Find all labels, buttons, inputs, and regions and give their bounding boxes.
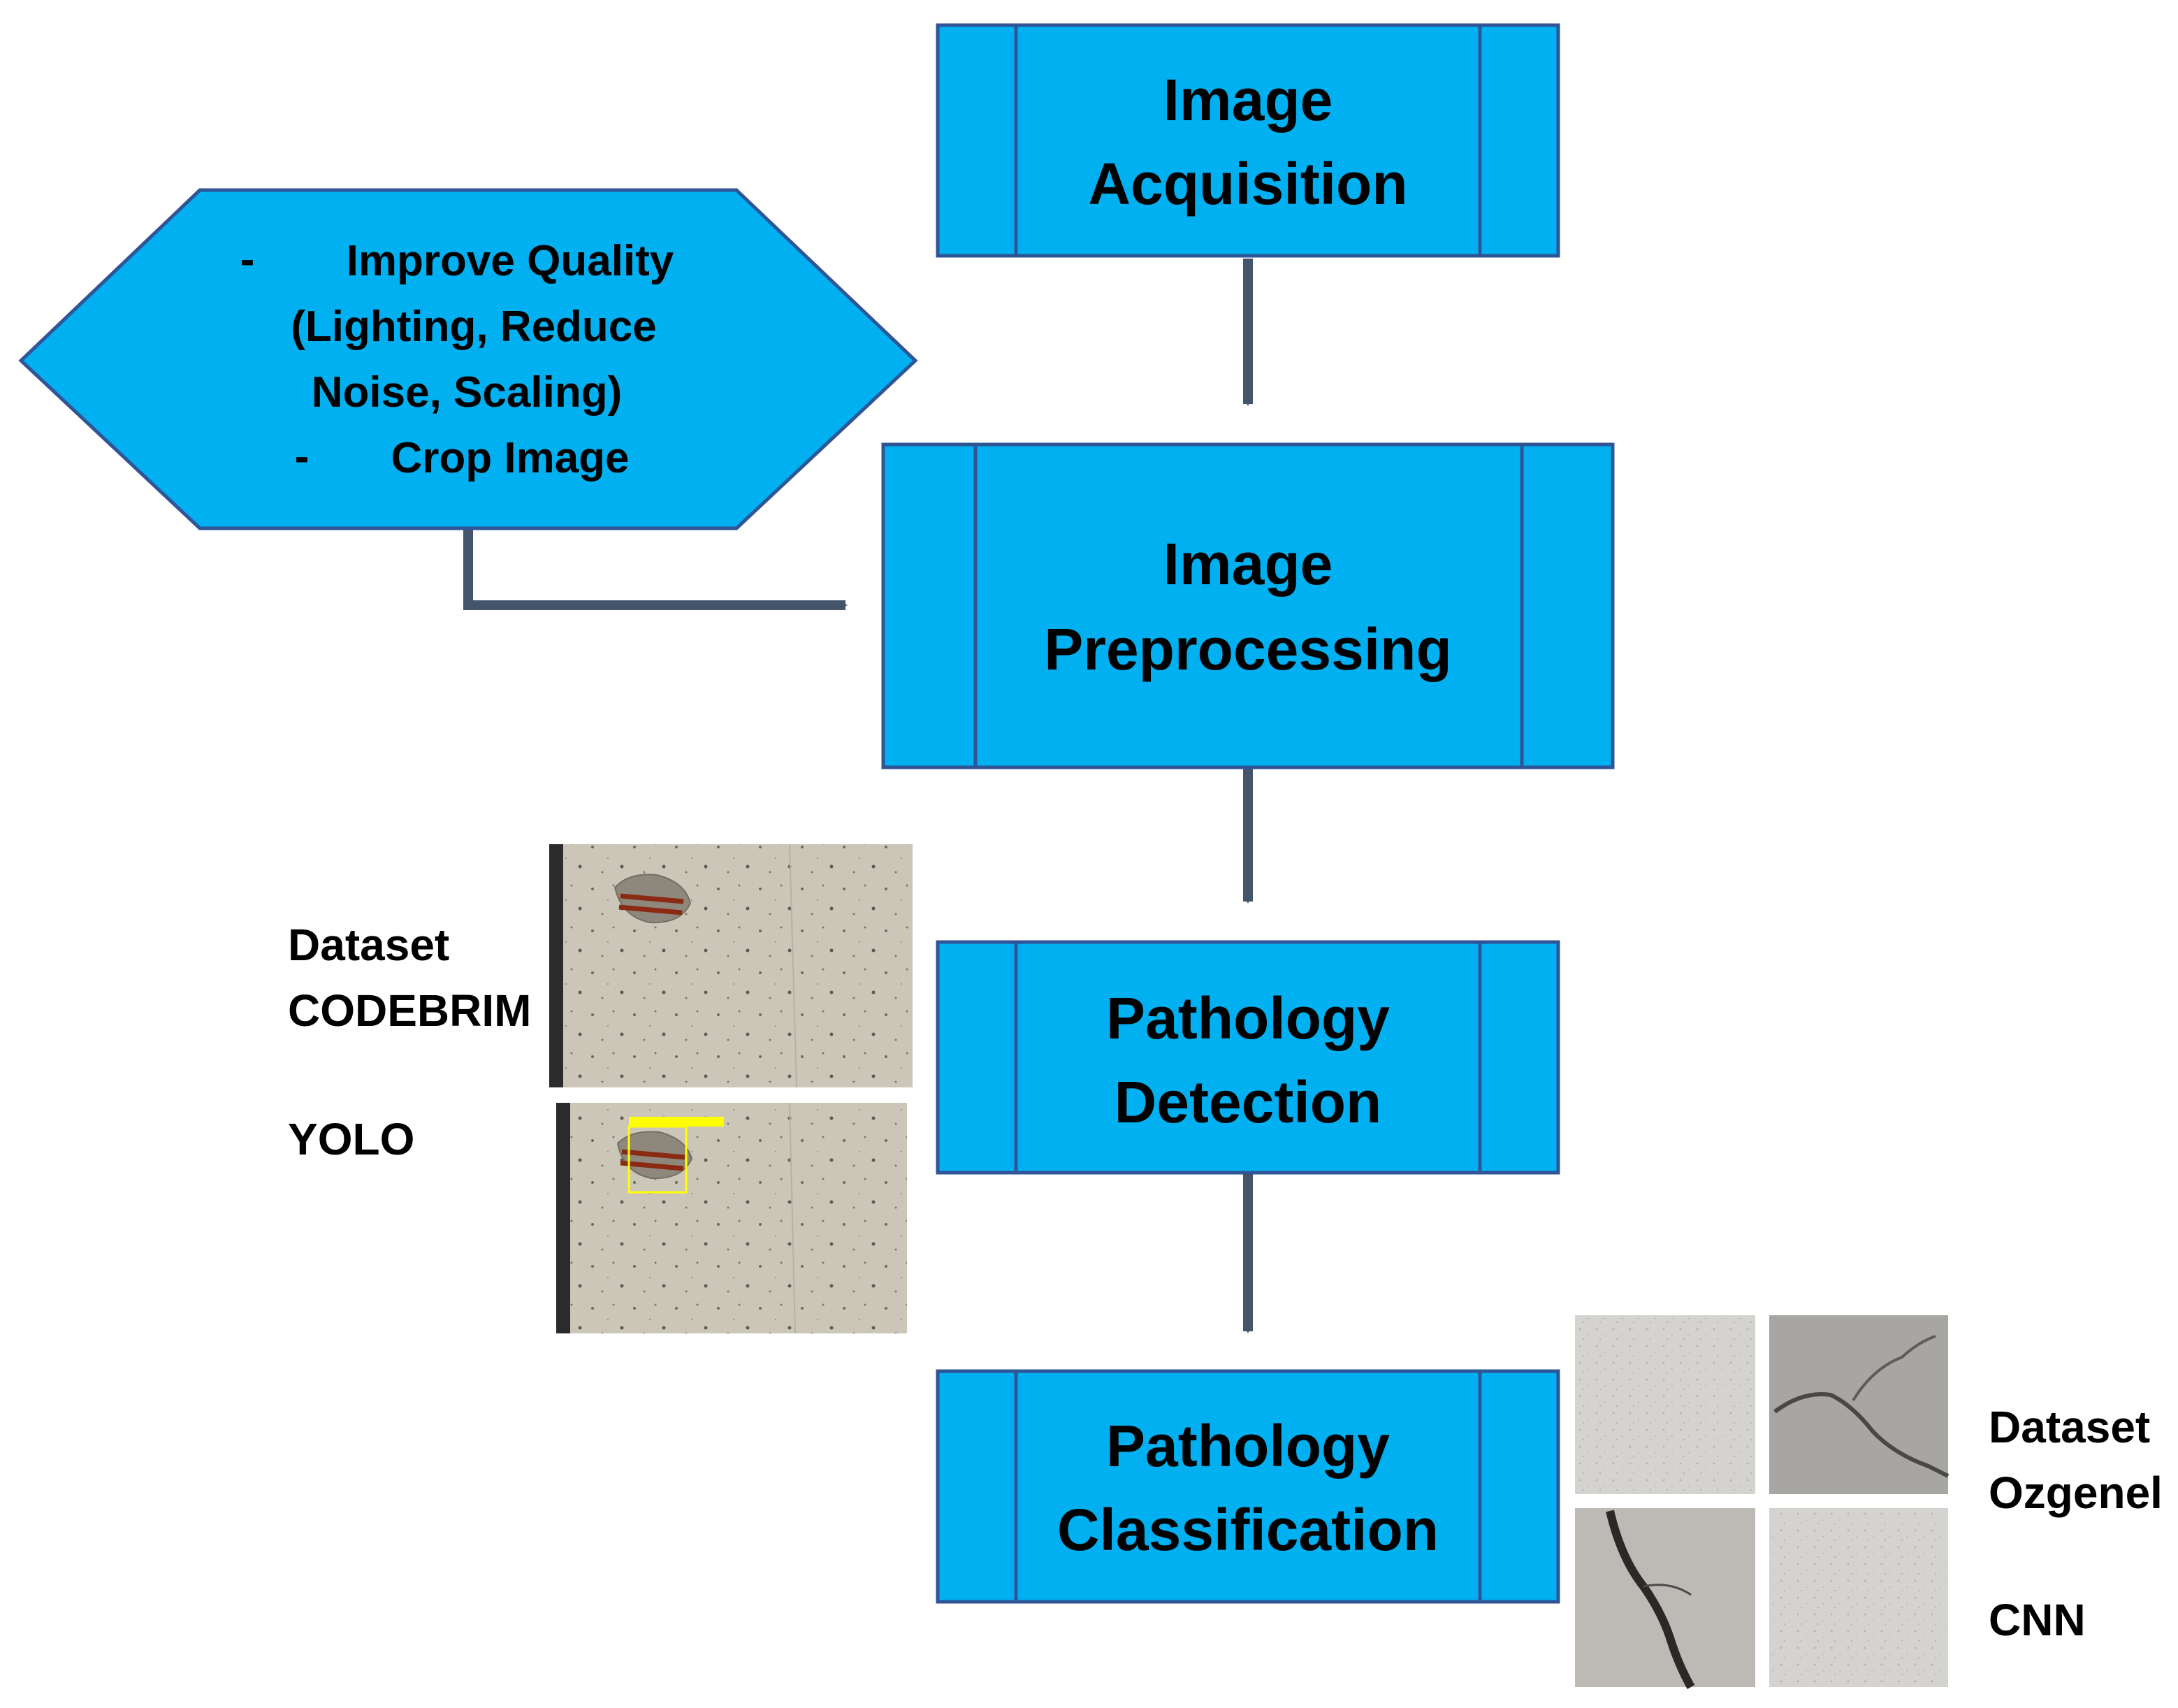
classification-side-labels: Dataset Ozgenel CNN [1989,1402,2163,1645]
ops-line-2: (Lighting, Reduce [291,303,657,351]
method-cnn: CNN [1989,1595,2086,1645]
tile-crack [1769,1315,1950,1494]
dataset-label: Dataset [1989,1402,2150,1452]
detection-label-tag [629,1117,724,1127]
codebrim-sample-image [549,844,913,1088]
step-image-acquisition: Image Acquisition [936,23,1560,258]
method-yolo: YOLO [288,1114,414,1164]
dataset-name-codebrim: CODEBRIM [288,985,531,1036]
detection-side-labels: Dataset CODEBRIM YOLO [288,920,531,1164]
step-title-line2: Classification [1057,1497,1439,1563]
bullet-dash: - [295,433,310,481]
ozgenel-sample-tiles [1575,1315,1950,1689]
step-title-line2: Detection [1115,1069,1382,1135]
ops-line-4: Crop Image [391,434,629,482]
dataset-label: Dataset [288,920,449,970]
step-title-line1: Image [1163,67,1333,133]
step-title-line2: Preprocessing [1044,616,1452,682]
step-image-preprocessing: Image Preprocessing [881,442,1615,769]
dataset-name-ozgenel: Ozgenel [1989,1468,2163,1518]
preprocessing-operations-hexagon: - Improve Quality (Lighting, Reduce Nois… [18,188,918,530]
ops-line-3: Noise, Scaling) [312,368,622,417]
step-title-line1: Image [1163,531,1333,597]
connectors [463,259,1253,1333]
step-pathology-classification: Pathology Classification [936,1369,1560,1604]
step-title-line1: Pathology [1106,985,1390,1051]
step-title-line1: Pathology [1106,1413,1390,1479]
bullet-dash: - [240,236,255,284]
tile-no-crack [1769,1508,1948,1687]
yolo-detection-image [556,1102,907,1334]
ops-line-1: Improve Quality [347,237,674,285]
arrow-ops-to-preprocessing [463,530,848,610]
step-pathology-detection: Pathology Detection [936,940,1560,1175]
tile-crack [1575,1508,1755,1689]
step-title-line2: Acquisition [1088,151,1407,217]
tile-no-crack [1575,1315,1755,1494]
